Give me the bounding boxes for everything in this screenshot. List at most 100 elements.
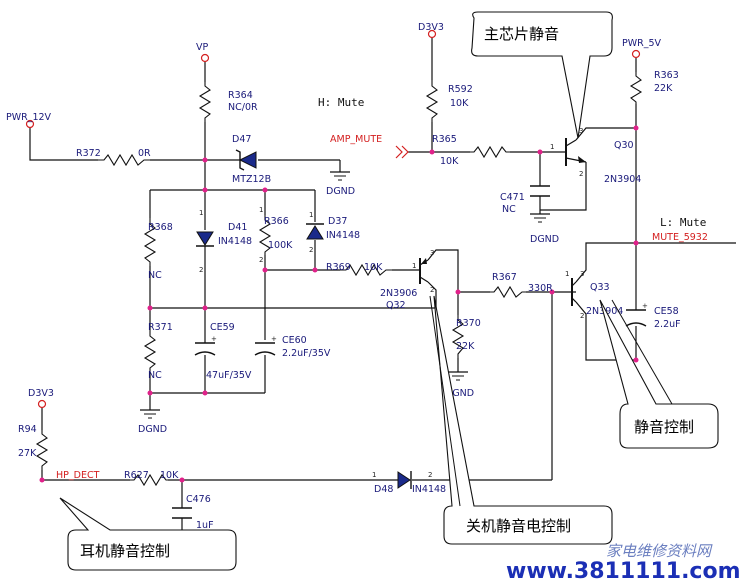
power-ports: [25, 29, 641, 409]
watermark-site: 家电维修资料网: [606, 542, 713, 560]
r592-value: 10K: [450, 98, 469, 109]
svg-text:3: 3: [580, 270, 584, 278]
r370-ref: R370: [456, 318, 481, 329]
ce59-symbol: +: [194, 335, 217, 356]
callout-mute-ctrl: 静音控制: [599, 299, 719, 449]
callout-main-chip: 主芯片静音: [471, 11, 613, 139]
h-mute-label: H: Mute: [318, 96, 364, 109]
capacitors: + + +: [172, 185, 648, 519]
net-amp-mute: AMP_MUTE: [330, 134, 382, 145]
r368-symbol: [143, 218, 157, 266]
r369-value: 10K: [364, 262, 383, 273]
wires: [29, 38, 736, 534]
r372-ref: R372: [76, 148, 101, 159]
callouts: 主芯片静音 静音控制 关机静音电控制 耳机静音控制: [59, 11, 719, 571]
q30-symbol: [565, 138, 587, 166]
r371-symbol: [143, 330, 157, 372]
ce58-symbol: +: [625, 302, 648, 327]
d41-symbol: [196, 231, 214, 247]
r627-value: 10K: [160, 470, 179, 481]
d48-symbol: [397, 471, 412, 489]
r94-ref: R94: [18, 424, 37, 435]
dgnd-label: DGND: [445, 388, 474, 399]
q30-ref: Q30: [614, 140, 634, 151]
r592-symbol: [425, 80, 439, 122]
net-hp-dect: HP_DECT: [56, 470, 100, 481]
ce58-value: 2.2uF: [654, 319, 681, 330]
svg-text:1: 1: [259, 206, 263, 214]
callout-shutdown-text: 关机静音电控制: [466, 517, 571, 535]
r369-ref: R369: [326, 262, 351, 273]
svg-text:1: 1: [550, 143, 554, 151]
c471-ref: C471: [500, 192, 525, 203]
q32-value: 2N3906: [380, 288, 417, 299]
diodes: [196, 149, 412, 489]
svg-text:3: 3: [579, 127, 583, 135]
q33-symbol: [571, 278, 577, 306]
r367-ref: R367: [492, 272, 517, 283]
r363-ref: R363: [654, 70, 679, 81]
callout-headphone-text: 耳机静音控制: [80, 542, 170, 560]
d37-value: IN4148: [326, 230, 360, 241]
r365-symbol: [470, 145, 510, 159]
d37-symbol: [306, 223, 324, 240]
svg-text:1: 1: [565, 270, 569, 278]
r366-ref: R366: [264, 216, 289, 227]
svg-text:1: 1: [199, 209, 203, 217]
svg-text:2: 2: [199, 266, 203, 274]
dgnd-label: DGND: [138, 424, 167, 435]
ground-symbols: [140, 171, 550, 543]
svg-text:2: 2: [428, 471, 432, 479]
net-d3v3-top: D3V3: [418, 22, 444, 33]
resistors: [35, 72, 643, 487]
r370-value: 22K: [456, 341, 475, 352]
r366-value: 100K: [268, 240, 293, 251]
d48-value: IN4148: [412, 484, 446, 495]
r363-symbol: [629, 72, 643, 104]
r370-symbol: [451, 315, 465, 358]
r366-symbol: [258, 215, 272, 255]
q30-value: 2N3904: [604, 174, 641, 185]
r371-value: NC: [148, 370, 162, 381]
svg-text:1: 1: [309, 211, 313, 219]
r364-symbol: [198, 82, 212, 122]
r94-value: 27K: [18, 448, 37, 459]
r592-ref: R592: [448, 84, 473, 95]
r367-symbol: [490, 285, 526, 299]
svg-text:1: 1: [372, 471, 376, 479]
c471-value: NC: [502, 204, 516, 215]
ce60-value: 2.2uF/35V: [282, 348, 331, 359]
callout-mute-ctrl-text: 静音控制: [634, 418, 694, 436]
ground-icon: [530, 213, 550, 223]
callout-main-chip-text: 主芯片静音: [484, 25, 559, 43]
r627-symbol: [130, 473, 168, 487]
r363-value: 22K: [654, 83, 673, 94]
ce60-symbol: +: [254, 335, 277, 356]
dgnd-label: DGND: [326, 186, 355, 197]
svg-text:+: +: [642, 302, 648, 310]
dgnd-label: DGND: [530, 234, 559, 245]
r372-value: 0R: [138, 148, 151, 159]
ground-icon: [330, 171, 350, 181]
svg-text:2: 2: [259, 256, 263, 264]
svg-text:2: 2: [580, 312, 584, 320]
d47-symbol: [235, 149, 257, 171]
net-d3v3-left: D3V3: [28, 388, 54, 399]
r94-symbol: [35, 430, 49, 470]
callout-shutdown: 关机静音电控制: [429, 295, 613, 545]
svg-text:+: +: [271, 335, 277, 343]
r367-value: 330R: [528, 283, 553, 294]
r368-value: NC: [148, 270, 162, 281]
q32-ref: Q32: [386, 300, 406, 311]
net-pwr12: PWR_12V: [6, 112, 52, 123]
net-labels: VP PWR_12V D3V3 PWR_5V D3V3 AMP_MUTE MUT…: [6, 22, 708, 543]
d41-ref: D41: [228, 222, 247, 233]
ce58-ref: CE58: [654, 306, 679, 317]
ce59-value: 47uF/35V: [206, 370, 252, 381]
r627-ref: R627: [124, 470, 149, 481]
r365-ref: R365: [432, 134, 457, 145]
q32-symbol: [419, 258, 429, 284]
net-vp: VP: [196, 42, 208, 53]
